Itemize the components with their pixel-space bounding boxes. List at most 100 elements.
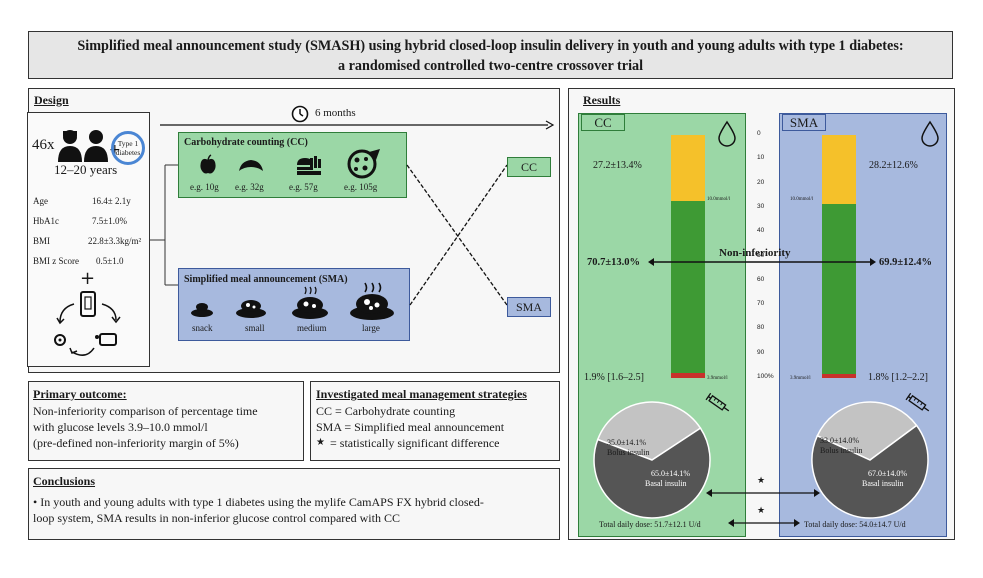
stat-label-hba1c: HbA1c bbox=[33, 216, 59, 226]
sma-item-medium: medium bbox=[297, 323, 327, 333]
pie-slice-basal bbox=[811, 424, 929, 519]
total-dose-comparison-arrow bbox=[728, 519, 800, 527]
scale-tick-label: 90 bbox=[757, 348, 765, 356]
scale-tick-label: 70 bbox=[757, 300, 765, 308]
stat-label-bmi-z: BMI z Score bbox=[33, 256, 79, 266]
snack-plate-icon bbox=[191, 303, 213, 317]
sma-in-range-value: 69.9±12.4% bbox=[879, 257, 933, 268]
non-inferiority-label: Non-inferiority bbox=[719, 247, 791, 259]
basal-comparison-arrow bbox=[706, 489, 820, 497]
sma-drop-icon bbox=[921, 120, 939, 147]
timeline-label: 6 months bbox=[315, 107, 356, 119]
plus-sign: + bbox=[80, 268, 96, 289]
cc-stacked-bar bbox=[671, 135, 705, 378]
conclusions-panel bbox=[28, 468, 560, 540]
sma-total-daily-dose: Total daily dose: 54.0±14.7 U/d bbox=[804, 520, 906, 529]
cc-in-range-value: 70.7±13.0% bbox=[587, 257, 641, 268]
pie-slice-bolus bbox=[816, 401, 918, 461]
burger-fries-icon bbox=[297, 156, 321, 175]
pizza-icon bbox=[347, 149, 380, 179]
sma-stacked-bar bbox=[822, 135, 856, 378]
primary-outcome-panel bbox=[28, 381, 304, 461]
strategies-line-3: = statistically significant difference bbox=[330, 436, 500, 450]
strategies-line-1: CC = Carbohydrate counting bbox=[316, 404, 456, 418]
primary-outcome-line-1: Non-inferiority comparison of percentage… bbox=[33, 404, 258, 418]
design-heading: Design bbox=[34, 93, 69, 107]
type-badge-text: Type 1 diabetes bbox=[115, 139, 141, 157]
arm-cc-box: CC bbox=[507, 157, 551, 177]
closed-loop-icon bbox=[54, 291, 121, 356]
apple-icon bbox=[200, 154, 216, 174]
sma-item-large: large bbox=[362, 323, 380, 333]
large-plate-icon bbox=[350, 282, 394, 320]
cc-results-label: CC bbox=[581, 114, 625, 131]
scale-tick-label: 10 bbox=[757, 154, 765, 162]
pie-slice-bolus bbox=[596, 401, 702, 461]
sma-item-small: small bbox=[245, 323, 265, 333]
scale-tick-label: 80 bbox=[757, 324, 765, 332]
cc-total-daily-dose: Total daily dose: 51.7±12.1 U/d bbox=[599, 520, 701, 529]
primary-outcome-heading: Primary outcome: bbox=[33, 387, 127, 401]
cc-item-1: e.g. 10g bbox=[190, 182, 219, 192]
sma-threshold-low-label: 3.9mmol/l bbox=[790, 376, 811, 381]
cc-basal-label: Basal insulin bbox=[645, 479, 687, 488]
randomisation-lines bbox=[150, 164, 180, 286]
sma-basal-value: 67.0±14.0% bbox=[868, 469, 908, 478]
primary-outcome-line-3: (pre-defined non-inferiority margin of 5… bbox=[33, 436, 239, 450]
type-1-badge: Type 1 diabetes bbox=[111, 131, 145, 165]
cc-strategy-box bbox=[178, 132, 407, 198]
title-line-1: Simplified meal announcement study (SMAS… bbox=[77, 38, 904, 54]
page-title: Simplified meal announcement study (SMAS… bbox=[28, 31, 953, 79]
cc-below-range-value: 1.9% [1.6–2.5] bbox=[584, 372, 644, 383]
cc-bolus-label: Bolus insulin bbox=[607, 448, 650, 457]
significance-star: ★ bbox=[316, 437, 325, 448]
sma-threshold-high-label: 10.0mmol/l bbox=[790, 197, 814, 202]
scale-tick-label: 0 bbox=[757, 130, 761, 137]
stat-label-age: Age bbox=[33, 196, 48, 206]
stat-value-hba1c: 7.5±1.0% bbox=[92, 216, 127, 226]
in-range-segment bbox=[822, 203, 856, 374]
scale-tick-label: 20 bbox=[757, 178, 765, 186]
arm-sma-box: SMA bbox=[507, 297, 551, 317]
age-range: 12–20 years bbox=[54, 162, 118, 177]
conclusions-text-line-1: • In youth and young adults with type 1 … bbox=[33, 495, 484, 509]
sma-bolus-label: Bolus insulin bbox=[820, 446, 863, 455]
sma-box-title: Simplified meal announcement (SMA) bbox=[184, 274, 348, 285]
croissant-icon bbox=[239, 160, 263, 171]
cc-bolus-value: 35.0±14.1% bbox=[607, 438, 647, 447]
stat-value-bmi: 22.8±3.3kg/m² bbox=[88, 236, 142, 246]
above-range-segment bbox=[822, 135, 856, 204]
below-range-segment bbox=[822, 373, 856, 378]
cc-threshold-low-label: 3.9mmol/l bbox=[707, 376, 728, 381]
cc-box-title: Carbohydrate counting (CC) bbox=[184, 137, 308, 148]
title-line-2: a randomised controlled two-centre cross… bbox=[337, 58, 644, 74]
sma-syringe-icon bbox=[905, 392, 930, 412]
strategies-line-2: SMA = Simplified meal announcement bbox=[316, 420, 505, 434]
above-range-segment bbox=[671, 135, 705, 202]
cc-basal-value: 65.0±14.1% bbox=[651, 469, 691, 478]
participant-count: 46x bbox=[32, 137, 55, 153]
primary-outcome-line-2: with glucose levels 3.9–10.0 mmol/l bbox=[33, 420, 208, 434]
cc-threshold-high-label: 10.0mmol/l bbox=[707, 197, 731, 202]
conclusions-heading: Conclusions bbox=[33, 474, 96, 488]
scale-tick-label: 30 bbox=[757, 202, 765, 210]
crossover-lines bbox=[406, 164, 508, 306]
cc-item-4: e.g. 105g bbox=[344, 182, 378, 192]
sma-basal-label: Basal insulin bbox=[862, 479, 904, 488]
scale-tick-label: 40 bbox=[757, 227, 765, 235]
meal-size-icons bbox=[191, 282, 394, 320]
cc-item-2: e.g. 32g bbox=[235, 182, 264, 192]
cc-drop-icon bbox=[718, 120, 736, 147]
below-range-segment bbox=[671, 373, 705, 378]
total-dose-significance-star: ★ bbox=[757, 506, 766, 516]
strategies-heading: Investigated meal management strategies bbox=[316, 387, 527, 401]
cc-insulin-pie bbox=[593, 401, 711, 519]
small-plate-icon bbox=[236, 300, 266, 318]
sma-below-range-value: 1.8% [1.2–2.2] bbox=[868, 372, 928, 383]
clock-icon bbox=[291, 105, 309, 123]
in-range-segment bbox=[671, 201, 705, 374]
scale-tick-label: 60 bbox=[757, 275, 765, 283]
cc-above-range-value: 27.2±13.4% bbox=[593, 160, 642, 171]
non-inferiority-arrow bbox=[648, 258, 876, 266]
sma-above-range-value: 28.2±12.6% bbox=[869, 160, 918, 171]
